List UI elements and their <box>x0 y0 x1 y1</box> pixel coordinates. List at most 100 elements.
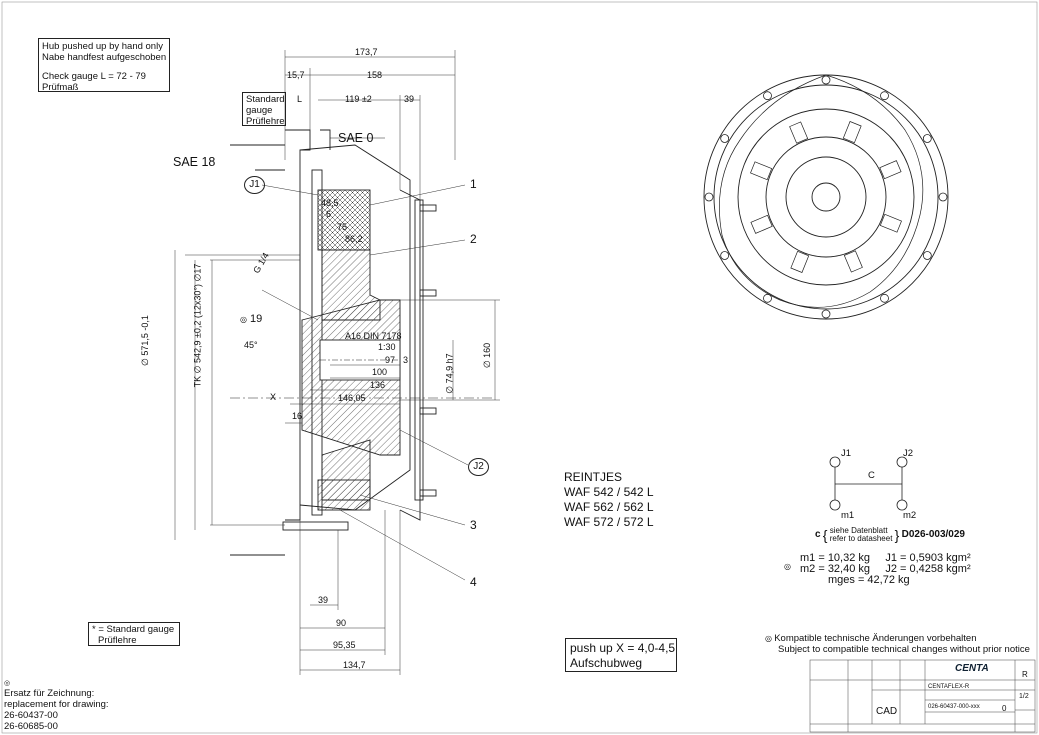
dim-97: 97 <box>385 355 396 365</box>
front-view-bolts <box>704 75 948 319</box>
inertia-j1: J1 = 0,5903 kgm² <box>885 552 971 564</box>
schematic-j1: J1 <box>841 448 852 459</box>
rubber-segment <box>879 160 902 180</box>
dim-16: 16 <box>292 411 303 421</box>
push-up-line1: push up X = 4,0-4,5 <box>570 641 676 655</box>
bolt-hole <box>704 192 714 202</box>
mass-values: m1 = 10,32 kg J1 = 0,5903 kgm² m2 = 32,4… <box>800 553 971 586</box>
callout-3: 3 <box>470 518 477 532</box>
front-view-spokes <box>750 121 902 273</box>
callout-1: 1 <box>470 177 477 191</box>
title-drawing-no: 026-60437-000-xxx <box>928 704 980 710</box>
c-prefix: c <box>815 529 821 540</box>
bolt-hole <box>720 134 730 143</box>
bolt-hole <box>938 192 948 202</box>
bolt-hole <box>922 251 932 260</box>
reintjes-line2: WAF 562 / 562 L <box>564 500 654 514</box>
hub-note-line3: Check gauge L = 72 - 79 <box>42 71 146 82</box>
hub-note-line4: Prüfmaß <box>42 82 79 93</box>
dim-39-top: 39 <box>404 94 415 104</box>
rubber-segment <box>750 214 773 234</box>
rubber-segment <box>842 121 862 144</box>
dim-dia-74-9: ∅ 74,9 h7 <box>444 353 455 394</box>
dim-90: 90 <box>336 618 347 628</box>
rubber-segment <box>843 250 863 273</box>
label-angle: 45° <box>244 340 258 350</box>
title-rev: 0 <box>1002 704 1007 713</box>
bolt-hole <box>880 293 889 303</box>
hub-note-line1: Hub pushed up by hand only <box>42 41 163 52</box>
rubber-segment <box>879 213 902 233</box>
bolt-hole <box>763 293 772 303</box>
reintjes-title: REINTJES <box>564 470 623 484</box>
item-19-number: 19 <box>250 313 263 325</box>
dim-95-35: 95,35 <box>333 640 356 650</box>
c-en: refer to datasheet <box>829 534 893 543</box>
compat-de: Kompatible technische Änderungen vorbeha… <box>774 633 977 644</box>
dim-48-5: 48,5 <box>321 198 339 208</box>
dim-dia-542-9: TK ∅ 542,9 ±0,2 (12x30°) ∅17 <box>192 263 203 388</box>
compat-symbol: ◎ <box>765 634 775 643</box>
bolt-hole <box>880 91 889 101</box>
dim-158: 158 <box>367 70 383 80</box>
title-product: CENTAFLEX-R <box>928 684 970 690</box>
bolt-hole <box>922 134 932 143</box>
dim-39-bottom: 39 <box>318 595 329 605</box>
hub-note-line2: Nabe handfest aufgeschoben <box>42 52 167 63</box>
label-taper: 1:30 <box>378 342 396 352</box>
c-de: siehe Datenblatt <box>829 526 888 535</box>
j1-callout: J1 <box>244 176 265 194</box>
bolt-hole <box>720 251 730 260</box>
callout-2: 2 <box>470 232 477 246</box>
replacement-line1: Ersatz für Zeichnung: <box>4 688 95 699</box>
std-gauge-line1: Standard <box>246 94 285 105</box>
compat-notice: ◎ Kompatible technische Änderungen vorbe… <box>765 633 1030 655</box>
schematic <box>829 456 908 511</box>
dim-6: 6 <box>326 209 332 219</box>
item-19-symbol: ◎ <box>240 315 247 324</box>
dim-86-2: 86,2 <box>345 234 363 244</box>
std-gauge-line2: gauge <box>246 105 273 116</box>
title-sheet: 1/2 <box>1019 693 1029 700</box>
callout-4: 4 <box>470 575 477 589</box>
title-cad: CAD <box>876 706 898 717</box>
title-block-frame <box>809 659 1036 733</box>
std-note-line1: * = Standard gauge <box>92 624 175 635</box>
dim-136: 136 <box>370 380 386 390</box>
replacement-line3: 26-60437-00 <box>4 710 58 721</box>
dim-173-7: 173,7 <box>355 47 378 57</box>
schematic-c: C <box>868 470 875 481</box>
dim-3: 3 <box>403 355 409 365</box>
schematic-m1: m1 <box>841 510 855 521</box>
title-company: CENTA <box>955 663 989 674</box>
reintjes-line3: WAF 572 / 572 L <box>564 515 654 529</box>
replacement-symbol: ◎ <box>4 680 11 687</box>
dim-100: 100 <box>372 367 388 377</box>
front-view <box>703 74 949 320</box>
title-r: R <box>1022 670 1028 679</box>
dim-146-05: 146,05 <box>338 393 366 403</box>
mass-m2: m2 = 32,40 kg <box>800 563 871 575</box>
c-ref: D026-003/029 <box>901 529 965 540</box>
rubber-segment <box>750 161 773 181</box>
stiffness-reference: c { siehe Datenblatt refer to datasheet … <box>815 526 965 543</box>
rubber-element-lower <box>317 479 371 511</box>
schematic-j2: J2 <box>903 448 914 459</box>
reintjes-line1: WAF 542 / 542 L <box>564 485 654 499</box>
mass-symbol: ◎ <box>784 562 791 571</box>
mass-total: mges = 42,72 kg <box>828 574 910 586</box>
dim-75: 75 <box>337 222 348 232</box>
j2-callout-text: J2 <box>473 461 484 472</box>
standard-gauge-note: * = Standard gauge Prüflehre <box>88 622 180 646</box>
standard-gauge-box: Standard gauge Prüflehre <box>242 92 286 127</box>
j1-callout-text: J1 <box>249 179 260 190</box>
dim-dia-160: ∅ 160 <box>482 342 493 369</box>
compat-en: Subject to compatible technical changes … <box>778 644 1030 655</box>
rubber-segment <box>789 121 809 144</box>
mass-m1: m1 = 10,32 kg <box>800 552 871 564</box>
schematic-m2: m2 <box>903 510 917 521</box>
rubber-segment <box>790 250 810 273</box>
label-a16: A16 DIN 7178 <box>345 331 402 341</box>
dim-dia-571-5: ∅ 571,5 -0,1 <box>139 315 150 366</box>
